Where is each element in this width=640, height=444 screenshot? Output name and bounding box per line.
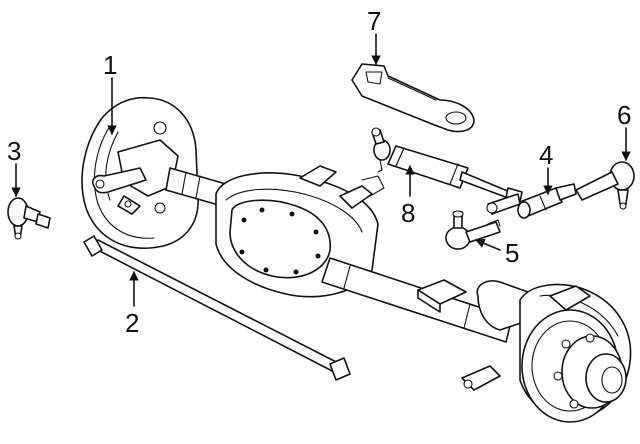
right-knuckle-and-hub: [461, 280, 632, 423]
steering-damper-part-8: [371, 127, 523, 215]
tie-rod-end-right: [575, 161, 635, 210]
tie-rod-end-left: [7, 197, 51, 240]
tie-rod: [83, 235, 351, 381]
callout-1: 1: [103, 50, 117, 80]
callout-leaders: [11, 33, 631, 307]
axle-housing: [165, 165, 513, 343]
callout-8: 8: [401, 198, 415, 228]
leader-line-5: [475, 238, 501, 251]
callout-6: 6: [617, 100, 631, 130]
callout-3: 3: [7, 136, 21, 166]
adjuster-sleeve-part-4: [517, 183, 577, 219]
left-steering-knuckle: [91, 139, 179, 215]
tie-rod-end-part-5: [445, 210, 501, 250]
callout-labels: 1 2 3 4 5 6 7 8: [7, 6, 631, 338]
callout-7: 7: [367, 6, 381, 36]
steering-arm-part-7: [351, 63, 475, 133]
callout-5: 5: [505, 238, 519, 268]
callout-2: 2: [125, 308, 139, 338]
callout-4: 4: [539, 140, 553, 170]
